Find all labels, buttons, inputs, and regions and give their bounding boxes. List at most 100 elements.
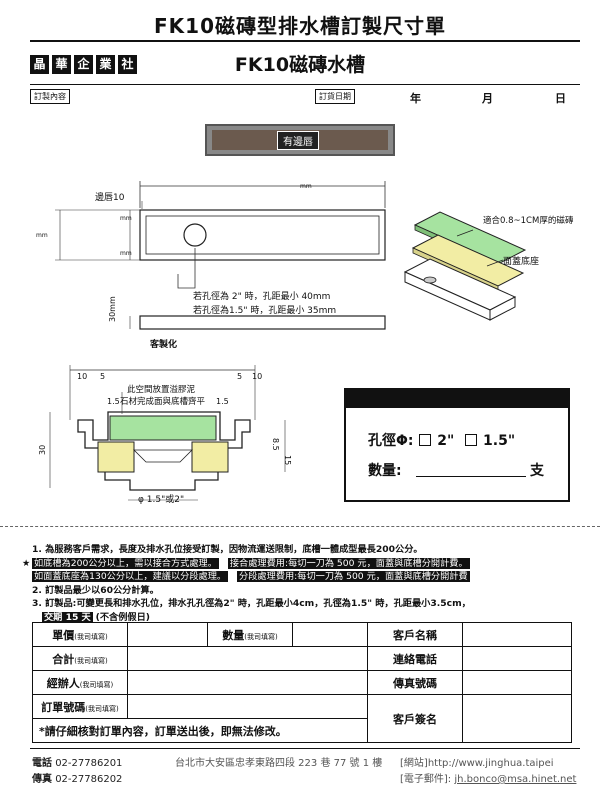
customer-name-label: 客戶名稱	[367, 622, 463, 647]
lead-time-note: (不含例假日)	[95, 611, 151, 623]
dim-30: 30	[38, 444, 47, 455]
footer-website: [網站]http://www.jinghua.taipei	[400, 754, 554, 769]
note-1a: ★ 如底槽為200公分以上，需以接合方式處理。 接合處理費用:每切一刀為 500…	[22, 557, 577, 571]
stone-flush-label: 石材完成面與底槽齊平	[120, 397, 206, 407]
logo-char: 企	[74, 55, 93, 74]
isometric-drawing	[403, 211, 527, 321]
customer-name-field[interactable]	[462, 622, 572, 647]
contact-phone-field[interactable]	[462, 646, 572, 671]
note-1b-highlight: 如面蓋底座為130公分以上，建議以分段處理。	[32, 571, 229, 582]
hole-spacing-note-15in: 若孔徑為1.5" 時，孔距最小 35mm	[193, 306, 337, 316]
star-icon: ★	[22, 557, 31, 569]
order-number-label: 訂單號碼(我司填寫)	[32, 694, 128, 719]
width-unit: mm	[36, 232, 48, 239]
mortar-space-label: 此空間放置溢膠泥	[127, 385, 196, 395]
order-number-field[interactable]	[127, 694, 368, 719]
logo-char: 華	[52, 55, 71, 74]
offset-unit-b: mm	[120, 250, 132, 257]
tile-thickness-label: 適合0.8~1CM厚的磁磚	[483, 216, 574, 226]
note-1b: 如面蓋底座為130公分以上，建議以分段處理。 分段處理費用:每切一刀為 500 …	[32, 570, 577, 584]
footer-phone: 電話 02-27786201	[32, 754, 122, 769]
day-label: 日	[555, 92, 566, 105]
unit-price-field[interactable]	[127, 622, 208, 647]
hole-15in-checkbox[interactable]	[465, 434, 478, 446]
length-unit: mm	[300, 183, 312, 190]
total-field[interactable]	[127, 646, 368, 671]
title-divider	[30, 40, 580, 42]
no-modify-warning: *請仔細核對訂單內容，訂單送出後，即無法修改。	[32, 718, 368, 743]
footer-line	[30, 748, 580, 749]
dim-10-left: 10	[77, 372, 88, 381]
dim-5-right: 5	[237, 372, 243, 381]
lead-time-row: 交期 15 天 (不含例假日)	[32, 611, 577, 625]
dim-10-right: 10	[252, 372, 263, 381]
quantity-form-label: 數量(我司填寫)	[207, 622, 293, 647]
hole-2in-checkbox[interactable]	[419, 434, 432, 446]
note-3: 3. 訂製品:可變更長和排水孔位，排水孔孔徑為2" 時，孔距最小4cm，孔徑為1…	[32, 598, 471, 609]
customer-signature-field[interactable]	[462, 694, 572, 743]
dim-1-5-right: 1.5	[216, 397, 229, 406]
company-logo: 晶 華 企 業 社	[30, 55, 137, 74]
quantity-form-field[interactable]	[292, 622, 368, 647]
month-label: 月	[482, 92, 493, 105]
note-1b-fee: 分段處理費用:每切一刀為 500 元，面蓋與底槽分開計費	[237, 571, 470, 582]
order-content-tag: 訂製內容	[30, 89, 70, 104]
customer-signature-label: 客戶簽名	[367, 694, 463, 743]
fax-number-field[interactable]	[462, 670, 572, 695]
year-label: 年	[410, 92, 421, 105]
website-label: [網站]	[400, 758, 428, 769]
logo-char: 社	[118, 55, 137, 74]
total-label: 合計(我司填寫)	[32, 646, 128, 671]
hole-spacing-note-2in: 若孔徑為 2" 時，孔距最小 40mm	[193, 292, 331, 302]
email-link[interactable]: jh.bonco@msa.hinet.net	[454, 774, 577, 785]
page-title: FK10磁磚型排水槽訂製尺寸單	[154, 14, 446, 38]
box-header-bar	[346, 390, 568, 408]
footer-fax: 傳真 02-27786202	[32, 770, 122, 785]
order-notes: 1. 為服務客戶需求，長度及排水孔位接受訂製，因物流運送限制，底槽一體成型最長2…	[22, 543, 577, 625]
cut-line	[0, 526, 600, 527]
phone-value: 02-27786201	[55, 758, 123, 769]
email-label: [電子郵件]:	[400, 774, 452, 785]
order-form-table: 單價(我司填寫) 數量(我司填寫) 客戶名稱 合計(我司填寫) 連絡電話 經辦人…	[32, 622, 572, 743]
lip-dimension: 邊唇10	[95, 193, 125, 203]
dim-15: 15	[283, 455, 292, 466]
fax-label: 傳真	[32, 774, 52, 785]
contact-phone-label: 連絡電話	[367, 646, 463, 671]
footer-email: [電子郵件]: jh.bonco@msa.hinet.net	[400, 770, 576, 785]
website-link[interactable]: http://www.jinghua.taipei	[427, 758, 554, 769]
company-address: 台北市大安區忠孝東路四段 223 巷 77 號 1 樓	[175, 758, 383, 769]
lead-time-badge: 交期 15 天	[42, 611, 93, 623]
hole-diameter-row: 孔徑Φ: 2" 1.5"	[368, 430, 515, 450]
hole-15in-label: 1.5"	[483, 433, 516, 449]
quantity-unit: 支	[530, 463, 544, 479]
offset-unit-a: mm	[120, 215, 132, 222]
dim-1-5-left: 1.5	[107, 397, 120, 406]
lip-badge: 有邊唇	[277, 131, 319, 150]
outlet-diameter-label: φ 1.5"或2"	[138, 495, 185, 505]
side-height-label: 30mm	[108, 296, 117, 322]
quantity-label: 數量:	[368, 463, 402, 479]
order-date-tag: 訂貨日期	[315, 89, 355, 104]
note-2: 2. 訂製品最少以60公分計算。	[32, 584, 159, 596]
phone-label: 電話	[32, 758, 52, 769]
plan-view-drawing	[55, 181, 386, 330]
fax-number-label: 傳真號碼	[367, 670, 463, 695]
quantity-input-line[interactable]	[416, 476, 526, 477]
header-line	[30, 84, 580, 85]
unit-price-label: 單價(我司填寫)	[32, 622, 128, 647]
hole-diameter-label: 孔徑Φ:	[368, 433, 414, 449]
cover-base-label: 面蓋底座	[503, 257, 540, 267]
customization-label: 客製化	[150, 340, 178, 350]
drain-top-view: 有邊唇	[205, 124, 395, 156]
note-1: 1. 為服務客戶需求，長度及排水孔位接受訂製，因物流運送限制，底槽一體成型最長2…	[32, 544, 423, 555]
logo-char: 業	[96, 55, 115, 74]
cross-section-drawing	[49, 365, 286, 501]
handler-field[interactable]	[127, 670, 368, 695]
product-subtitle: FK10磁磚水槽	[234, 54, 366, 76]
handler-label: 經辦人(我司填寫)	[32, 670, 128, 695]
note-1a-highlight: 如底槽為200公分以上，需以接合方式處理。	[32, 557, 219, 569]
note-1a-fee: 接合處理費用:每切一刀為 500 元，面蓋與底槽分開計費。	[227, 557, 470, 569]
dim-5-left: 5	[100, 372, 106, 381]
hole-2in-label: 2"	[437, 433, 455, 449]
fax-value: 02-27786202	[55, 774, 123, 785]
